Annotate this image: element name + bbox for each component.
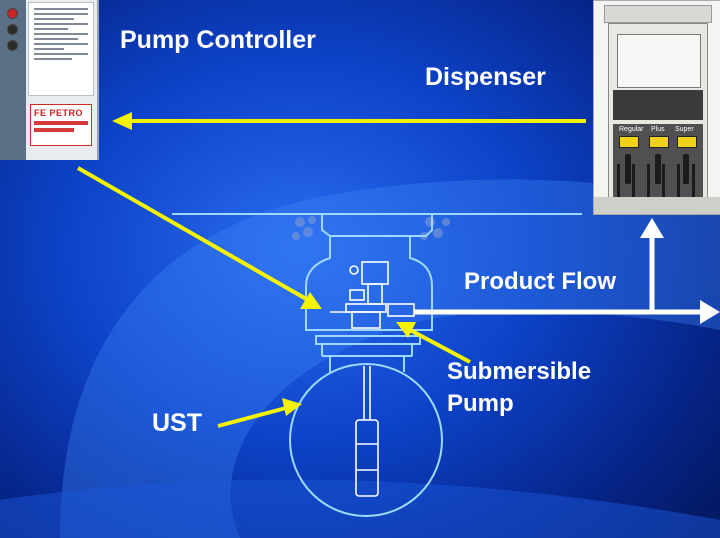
- controller-brand-text: FE PETRO: [34, 108, 84, 118]
- dispenser-to-controller-head: [112, 112, 132, 130]
- background-swoosh: [60, 179, 720, 538]
- ust-label: UST: [152, 409, 202, 437]
- dispenser-display-window: [617, 34, 701, 88]
- controller-indicator-light: [7, 24, 18, 35]
- grade-display: [677, 136, 697, 148]
- pump-controller-label: Pump Controller: [120, 26, 316, 54]
- pump-controller-panel: FE PETRO: [0, 0, 99, 160]
- submersible-pump-label-line2: Pump: [447, 390, 514, 417]
- controller-side-strip: [0, 0, 26, 160]
- yellow-arrows: [77, 112, 586, 428]
- controller-indicator-light: [7, 8, 18, 19]
- flow-arrow-up-head: [640, 218, 664, 238]
- submersible-pump-motor: [355, 366, 379, 497]
- dispenser-canopy: [604, 5, 712, 23]
- submersible-pointer-head: [396, 322, 416, 338]
- submersible-pointer-line: [409, 328, 471, 364]
- submersible-pump-label-line1: Submersible: [447, 358, 592, 385]
- product-flow-piping: [414, 236, 700, 315]
- controller-brand-label: FE PETRO: [30, 104, 92, 146]
- background-swoosh-bottom: [0, 479, 720, 538]
- controller-to-pump-line: [77, 166, 309, 302]
- submersible-pump-head: [330, 261, 415, 329]
- controller-instruction-sheet: [28, 2, 94, 96]
- grade-label-super: Super: [675, 126, 694, 133]
- dispenser-photo: Regular Plus Super: [593, 0, 720, 215]
- dispenser-price-panel: [613, 90, 703, 120]
- ust-tank: [289, 363, 443, 517]
- flow-arrow-right-head: [700, 300, 720, 324]
- tank-riser: [322, 355, 412, 372]
- grade-display: [619, 136, 639, 148]
- grade-display: [649, 136, 669, 148]
- dispenser-island-base: [594, 197, 720, 214]
- ust-pointer-line: [217, 406, 287, 428]
- controller-indicator-light: [7, 40, 18, 51]
- submersible-pump-label: Submersible Pump: [447, 356, 591, 420]
- ust-pointer-head: [282, 398, 302, 416]
- controller-to-pump-head: [300, 292, 322, 309]
- sump-housing: [305, 214, 433, 356]
- dispenser-body: Regular Plus Super: [608, 23, 708, 211]
- grade-label-regular: Regular: [619, 126, 644, 133]
- grade-label-plus: Plus: [651, 126, 665, 133]
- dispenser-label: Dispenser: [425, 63, 546, 91]
- product-flow-label: Product Flow: [464, 268, 616, 295]
